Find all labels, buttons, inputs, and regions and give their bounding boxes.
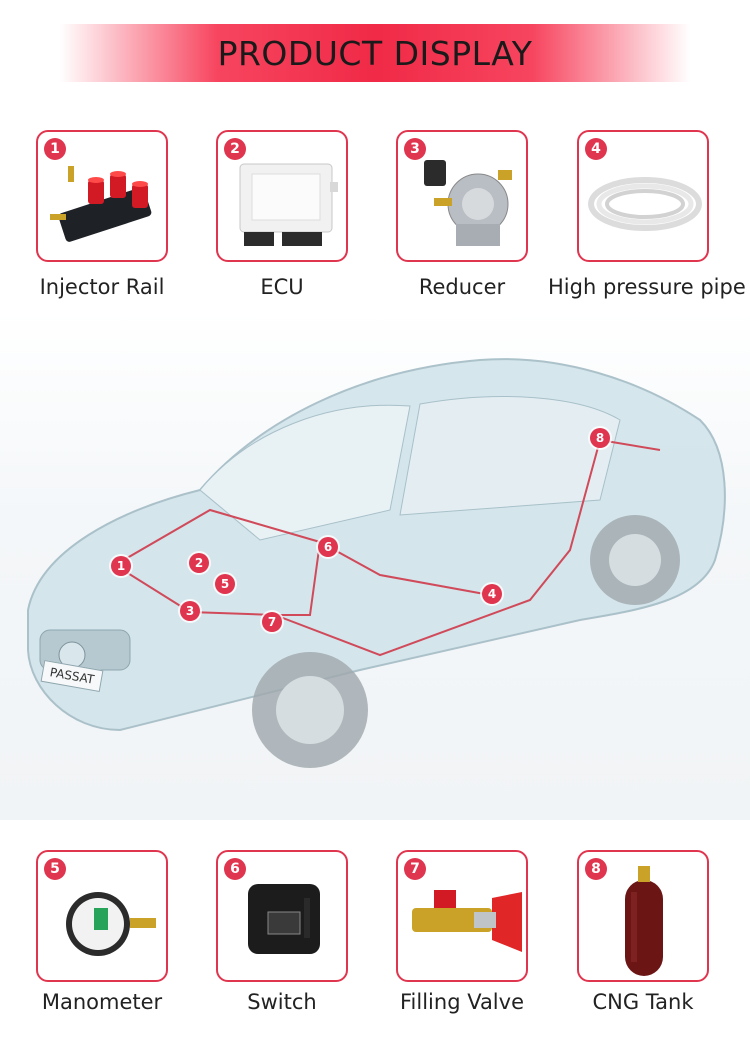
product-number-badge: 1 [44, 138, 66, 160]
car-diagram: PASSAT 1 2 5 3 6 7 4 8 [0, 310, 750, 820]
product-card-filling-valve[interactable]: 7 [396, 850, 528, 982]
product-card-high-pressure-pipe[interactable]: 4 [577, 130, 709, 262]
product-number-badge: 6 [224, 858, 246, 880]
product-label: Injector Rail [39, 275, 165, 299]
product-card-switch[interactable]: 6 [216, 850, 348, 982]
ecu-icon [239, 163, 338, 246]
product-label: Filling Valve [400, 990, 524, 1014]
car-pin[interactable]: 7 [262, 612, 282, 632]
product-label: CNG Tank [592, 990, 694, 1014]
product-label: High pressure pipe [548, 275, 746, 299]
car-illustration [27, 358, 726, 768]
product-card-manometer[interactable]: 5 [36, 850, 168, 982]
page-title: PRODUCT DISPLAY [217, 33, 533, 73]
product-label: Switch [247, 990, 317, 1014]
manometer-icon [66, 892, 156, 956]
product-card-injector-rail[interactable]: 1 [36, 130, 168, 262]
product-number-badge: 8 [585, 858, 607, 880]
product-card-ecu[interactable]: 2 [216, 130, 348, 262]
product-number-badge: 4 [585, 138, 607, 160]
filling-valve-icon [412, 890, 522, 952]
product-label: ECU [260, 275, 304, 299]
product-card-cng-tank[interactable]: 8 [577, 850, 709, 982]
product-number-badge: 2 [224, 138, 246, 160]
product-card-reducer[interactable]: 3 [396, 130, 528, 262]
header-banner: PRODUCT DISPLAY [60, 24, 690, 82]
cng-tank-icon [625, 866, 663, 976]
switch-icon [248, 884, 320, 954]
car-pin[interactable]: 1 [111, 556, 131, 576]
product-number-badge: 7 [404, 858, 426, 880]
car-pin[interactable]: 6 [318, 537, 338, 557]
car-pin[interactable]: 3 [180, 601, 200, 621]
product-label: Reducer [418, 275, 506, 299]
car-pin[interactable]: 4 [482, 584, 502, 604]
car-pin[interactable]: 2 [189, 553, 209, 573]
product-number-badge: 5 [44, 858, 66, 880]
pipe-coil-icon [588, 177, 702, 231]
car-pin[interactable]: 8 [590, 428, 610, 448]
product-number-badge: 3 [404, 138, 426, 160]
product-label: Manometer [41, 990, 163, 1014]
reducer-icon [424, 160, 512, 246]
car-pin[interactable]: 5 [215, 574, 235, 594]
injector-rail-icon [50, 166, 152, 242]
